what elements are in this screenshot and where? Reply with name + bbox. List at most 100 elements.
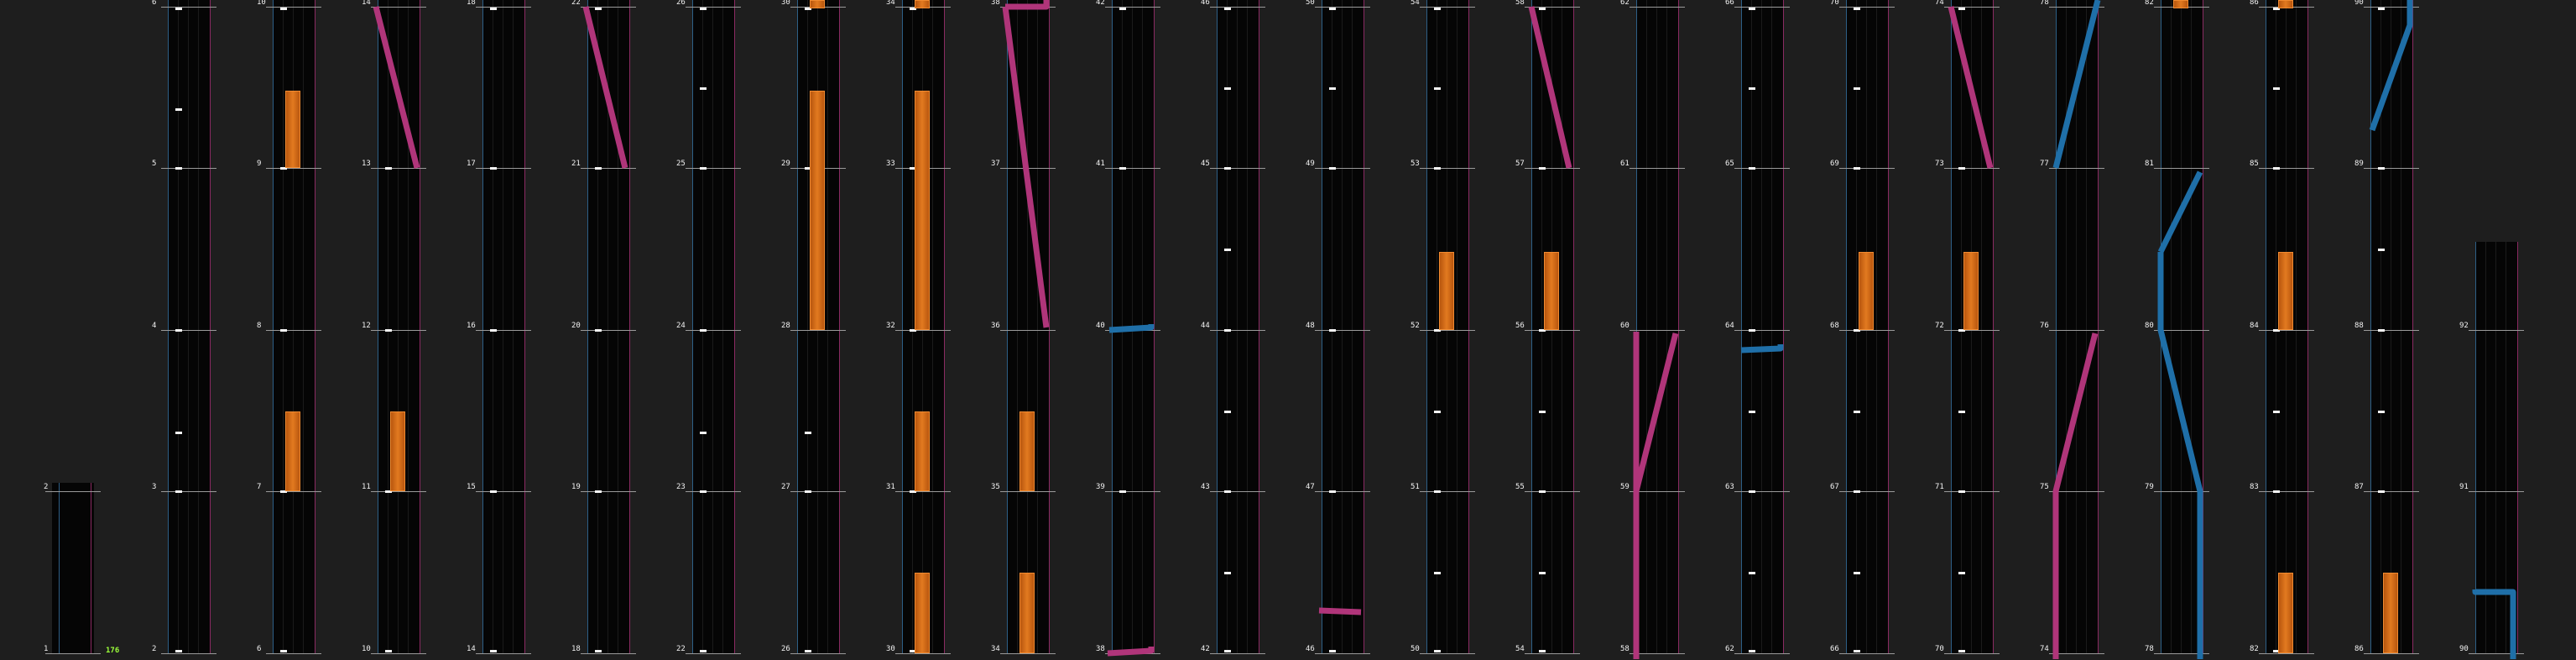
grid-line — [1017, 0, 1018, 653]
measure-label: 34 — [991, 645, 1000, 653]
measure-label: 11 — [362, 483, 371, 491]
beat-line — [2469, 330, 2524, 331]
lane-right — [839, 0, 840, 653]
beat-line — [1315, 491, 1370, 492]
tap-note — [1329, 650, 1336, 652]
tap-note — [2378, 329, 2385, 332]
measure-label: 70 — [1830, 0, 1839, 7]
beat-line — [1944, 491, 2000, 492]
beat-line — [371, 7, 426, 8]
measure-label: 58 — [1620, 645, 1630, 653]
grid-line — [513, 0, 514, 653]
beat-line — [1105, 7, 1160, 8]
tap-note — [1434, 167, 1441, 170]
tap-note — [385, 329, 392, 332]
measure-label: 31 — [886, 483, 895, 491]
measure-column — [692, 0, 734, 653]
tap-note — [700, 432, 707, 434]
lane-left — [1112, 0, 1113, 653]
measure-label: 90 — [2459, 645, 2469, 653]
beat-line — [371, 168, 426, 169]
measure-label: 2 — [152, 645, 157, 653]
grid-line — [2171, 0, 2172, 653]
lane-right — [524, 0, 525, 653]
tap-note — [1958, 329, 1965, 332]
measure-label: 10 — [257, 0, 266, 7]
lane-left — [168, 0, 169, 653]
beat-line — [1210, 653, 1265, 654]
beat-line — [1315, 653, 1370, 654]
measure-label: 77 — [2040, 160, 2049, 168]
hold-note — [1019, 573, 1035, 653]
grid-line — [722, 0, 723, 653]
measure-label: 39 — [1096, 483, 1105, 491]
slide-path — [1633, 332, 1679, 495]
beat-line — [1420, 653, 1475, 654]
beat-line — [1210, 491, 1265, 492]
grid-line — [1751, 0, 1752, 653]
grid-line — [2191, 0, 2192, 653]
beat-line — [1525, 491, 1580, 492]
beat-line — [2259, 330, 2314, 331]
hold-note — [2383, 573, 2398, 653]
hold-note — [1963, 252, 1979, 330]
measure-label: 6 — [257, 645, 262, 653]
grid-line — [1761, 0, 1762, 653]
lane-left — [1846, 0, 1847, 653]
grid-line — [1961, 0, 1962, 653]
tap-note — [1539, 329, 1546, 332]
lane-left — [1007, 0, 1008, 653]
grid-line — [807, 0, 808, 653]
grid-line — [1037, 0, 1038, 653]
tap-note — [1329, 490, 1336, 493]
measure-label: 6 — [152, 0, 157, 7]
lane-left — [1531, 0, 1532, 653]
grid-line — [398, 0, 399, 653]
measure-label: 44 — [1201, 322, 1210, 330]
beat-line — [1630, 168, 1685, 169]
tap-note — [175, 490, 182, 493]
tap-note — [700, 329, 707, 332]
tap-note — [2273, 490, 2280, 493]
beat-line — [2364, 7, 2419, 8]
beat-line — [2049, 7, 2104, 8]
tap-note — [1119, 490, 1126, 493]
beat-line — [1000, 330, 1056, 331]
tap-note — [1854, 650, 1860, 652]
tap-note — [2273, 87, 2280, 90]
grid-line — [597, 0, 598, 653]
lane-left — [273, 0, 274, 653]
measure-label: 36 — [991, 322, 1000, 330]
measure-label: 27 — [781, 483, 790, 491]
measure-label: 72 — [1935, 322, 1944, 330]
tap-note — [2273, 411, 2280, 413]
measure-label: 65 — [1725, 160, 1734, 168]
beat-line — [1420, 330, 1475, 331]
tap-note — [1749, 329, 1755, 332]
lane-left — [902, 0, 903, 653]
measure-label: 90 — [2354, 0, 2364, 7]
tap-note — [1958, 167, 1965, 170]
measure-label: 49 — [1306, 160, 1315, 168]
grid-line — [2485, 242, 2486, 653]
lane-right — [629, 0, 630, 653]
beat-line — [2154, 330, 2209, 331]
tap-note — [1539, 490, 1546, 493]
tap-note — [280, 8, 287, 10]
lane-right — [1573, 0, 1574, 653]
beat-line — [266, 653, 321, 654]
tap-note — [1539, 572, 1546, 574]
tap-note — [490, 8, 497, 10]
lane-left — [1636, 0, 1637, 653]
measure-label: 35 — [991, 483, 1000, 491]
tap-note — [1224, 249, 1231, 251]
beat-line — [1105, 491, 1160, 492]
hold-note — [915, 91, 930, 330]
beat-line — [161, 653, 216, 654]
beat-line — [1525, 330, 1580, 331]
beat-line — [2259, 168, 2314, 169]
measure-label: 9 — [257, 160, 262, 168]
tap-note — [1749, 650, 1755, 652]
tap-note — [1539, 650, 1546, 652]
tap-note — [805, 432, 811, 434]
